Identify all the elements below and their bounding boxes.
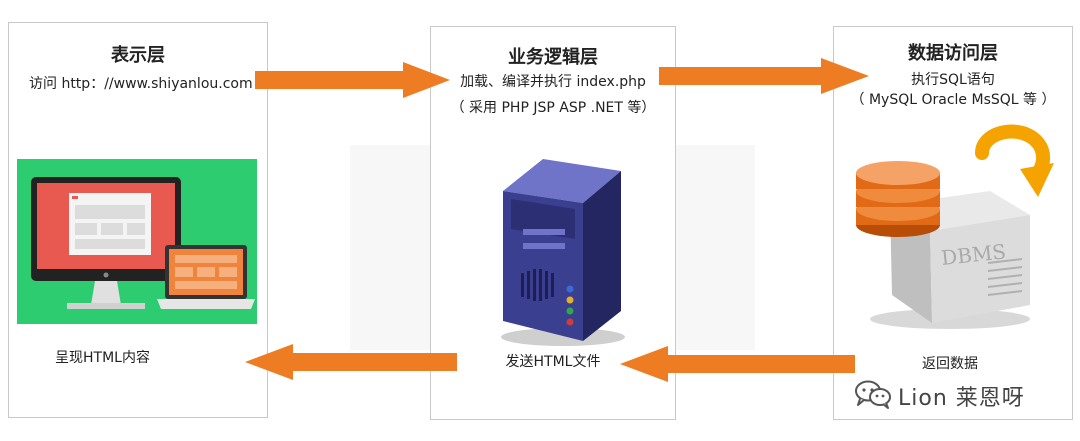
- access-url-text: 访问 http：//www.shiyanlou.com: [29, 76, 253, 92]
- send-html-text: 发送HTML文件: [505, 354, 601, 370]
- response-arrow-middle-to-left: [245, 344, 457, 380]
- watermark-text: Lion 莱恩呀: [898, 386, 1025, 411]
- watermark: Lion 莱恩呀: [846, 376, 1071, 411]
- presentation-layer-panel: 表示层 访问 http：//www.shiyanlou.com 呈现HTML内容: [8, 22, 268, 418]
- data-access-layer-panel: 数据访问层 执行SQL语句 （ MySQL Oracle MsSQL 等 ） D…: [833, 26, 1073, 420]
- return-data-text: 返回数据: [922, 356, 978, 372]
- databases-text: （ MySQL Oracle MsSQL 等 ）: [850, 92, 1056, 108]
- server-tower-icon: [501, 159, 625, 346]
- execute-sql-text: 执行SQL语句: [911, 72, 995, 88]
- database-server-icon: DBMS: [856, 161, 1030, 329]
- request-arrow-middle-to-right: [659, 58, 869, 94]
- execute-php-text: 加载、编译并执行 index.php: [460, 74, 646, 90]
- request-arrow-left-to-middle: [255, 62, 450, 98]
- languages-text: （ 采用 PHP JSP ASP .NET 等）: [450, 100, 656, 116]
- business-logic-layer-title: 业务逻辑层: [508, 47, 598, 68]
- render-html-text: 呈现HTML内容: [55, 350, 150, 366]
- data-access-layer-title: 数据访问层: [908, 43, 998, 64]
- business-logic-layer-panel: 业务逻辑层 加载、编译并执行 index.php （ 采用 PHP JSP AS…: [430, 26, 676, 420]
- refresh-arrow-icon: [975, 124, 1054, 197]
- desktop-laptop-illustration: [17, 159, 257, 324]
- presentation-layer-title: 表示层: [111, 45, 165, 66]
- response-arrow-right-to-middle: [620, 346, 855, 382]
- wechat-icon: [855, 380, 891, 409]
